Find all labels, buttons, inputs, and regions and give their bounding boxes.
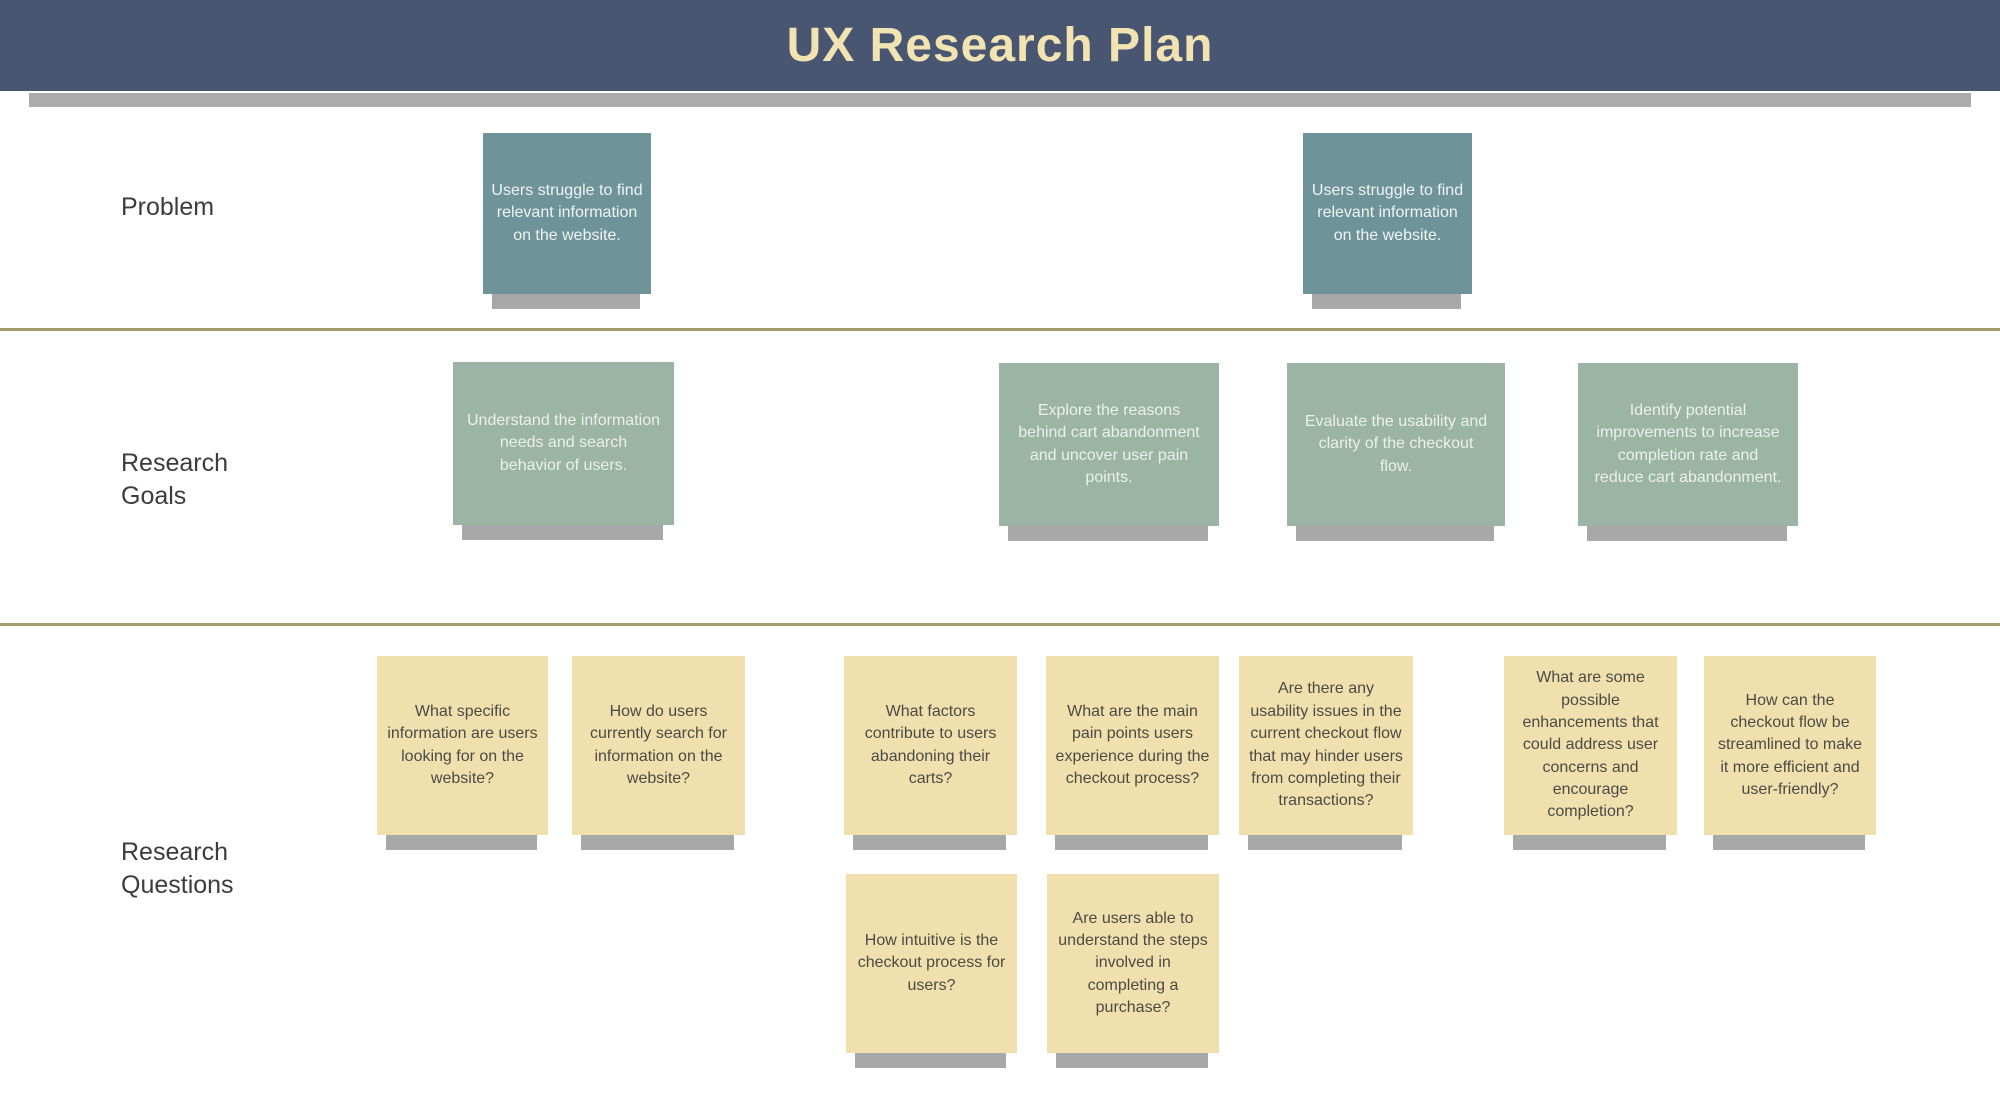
note-shadow (1713, 835, 1865, 850)
sticky-note-question-1[interactable]: What specific information are users look… (377, 656, 548, 850)
note-shadow (1248, 835, 1402, 850)
sticky-note-goal-4[interactable]: Identify potential improvements to incre… (1578, 363, 1798, 541)
note-shadow (1513, 835, 1666, 850)
page-title: UX Research Plan (786, 19, 1214, 72)
note-shadow (1296, 526, 1494, 541)
note-shadow (1055, 835, 1208, 850)
row-label-research-goals: Research Goals (121, 449, 228, 510)
header-shadow-bar (29, 93, 1971, 107)
sticky-note-text: How do users currently search for inform… (572, 656, 745, 835)
sticky-note-text: What are the main pain points users expe… (1046, 656, 1219, 835)
row-divider-goals-questions (0, 623, 2000, 626)
sticky-note-question-5[interactable]: Are there any usability issues in the cu… (1239, 656, 1413, 850)
note-shadow (462, 525, 663, 540)
sticky-note-text: Are users able to understand the steps i… (1047, 874, 1219, 1053)
sticky-note-text: Understand the information needs and sea… (453, 362, 674, 525)
row-label-problem: Problem (121, 193, 215, 221)
sticky-note-goal-3[interactable]: Evaluate the usability and clarity of th… (1287, 363, 1505, 541)
note-shadow (1008, 526, 1208, 541)
sticky-note-goal-1[interactable]: Understand the information needs and sea… (453, 362, 674, 540)
note-shadow (853, 835, 1006, 850)
sticky-note-text: How intuitive is the checkout process fo… (846, 874, 1017, 1053)
sticky-note-question-8[interactable]: How intuitive is the checkout process fo… (846, 874, 1017, 1068)
sticky-note-problem-2[interactable]: Users struggle to find relevant informat… (1303, 133, 1472, 309)
note-shadow (492, 294, 640, 309)
sticky-note-question-2[interactable]: How do users currently search for inform… (572, 656, 745, 850)
sticky-note-text: Users struggle to find relevant informat… (483, 133, 651, 294)
sticky-note-text: Evaluate the usability and clarity of th… (1287, 363, 1505, 526)
header-banner: UX Research Plan (0, 0, 2000, 91)
sticky-note-text: What factors contribute to users abandon… (844, 656, 1017, 835)
note-shadow (855, 1053, 1006, 1068)
note-shadow (386, 835, 537, 850)
note-shadow (581, 835, 734, 850)
sticky-note-question-4[interactable]: What are the main pain points users expe… (1046, 656, 1219, 850)
sticky-note-goal-2[interactable]: Explore the reasons behind cart abandonm… (999, 363, 1219, 541)
sticky-note-text: Users struggle to find relevant informat… (1303, 133, 1472, 294)
sticky-note-text: Are there any usability issues in the cu… (1239, 656, 1413, 835)
note-shadow (1312, 294, 1461, 309)
sticky-note-text: Explore the reasons behind cart abandonm… (999, 363, 1219, 526)
sticky-note-text: How can the checkout flow be streamlined… (1704, 656, 1876, 835)
row-label-research-questions: Research Questions (121, 838, 234, 899)
sticky-note-text: Identify potential improvements to incre… (1578, 363, 1798, 526)
row-divider-problem-goals (0, 328, 2000, 331)
sticky-note-question-3[interactable]: What factors contribute to users abandon… (844, 656, 1017, 850)
note-shadow (1587, 526, 1787, 541)
note-shadow (1056, 1053, 1208, 1068)
sticky-note-text: What specific information are users look… (377, 656, 548, 835)
sticky-note-question-9[interactable]: Are users able to understand the steps i… (1047, 874, 1219, 1068)
sticky-note-problem-1[interactable]: Users struggle to find relevant informat… (483, 133, 651, 309)
sticky-note-question-6[interactable]: What are some possible enhancements that… (1504, 656, 1677, 850)
sticky-note-question-7[interactable]: How can the checkout flow be streamlined… (1704, 656, 1876, 850)
sticky-note-text: What are some possible enhancements that… (1504, 656, 1677, 835)
